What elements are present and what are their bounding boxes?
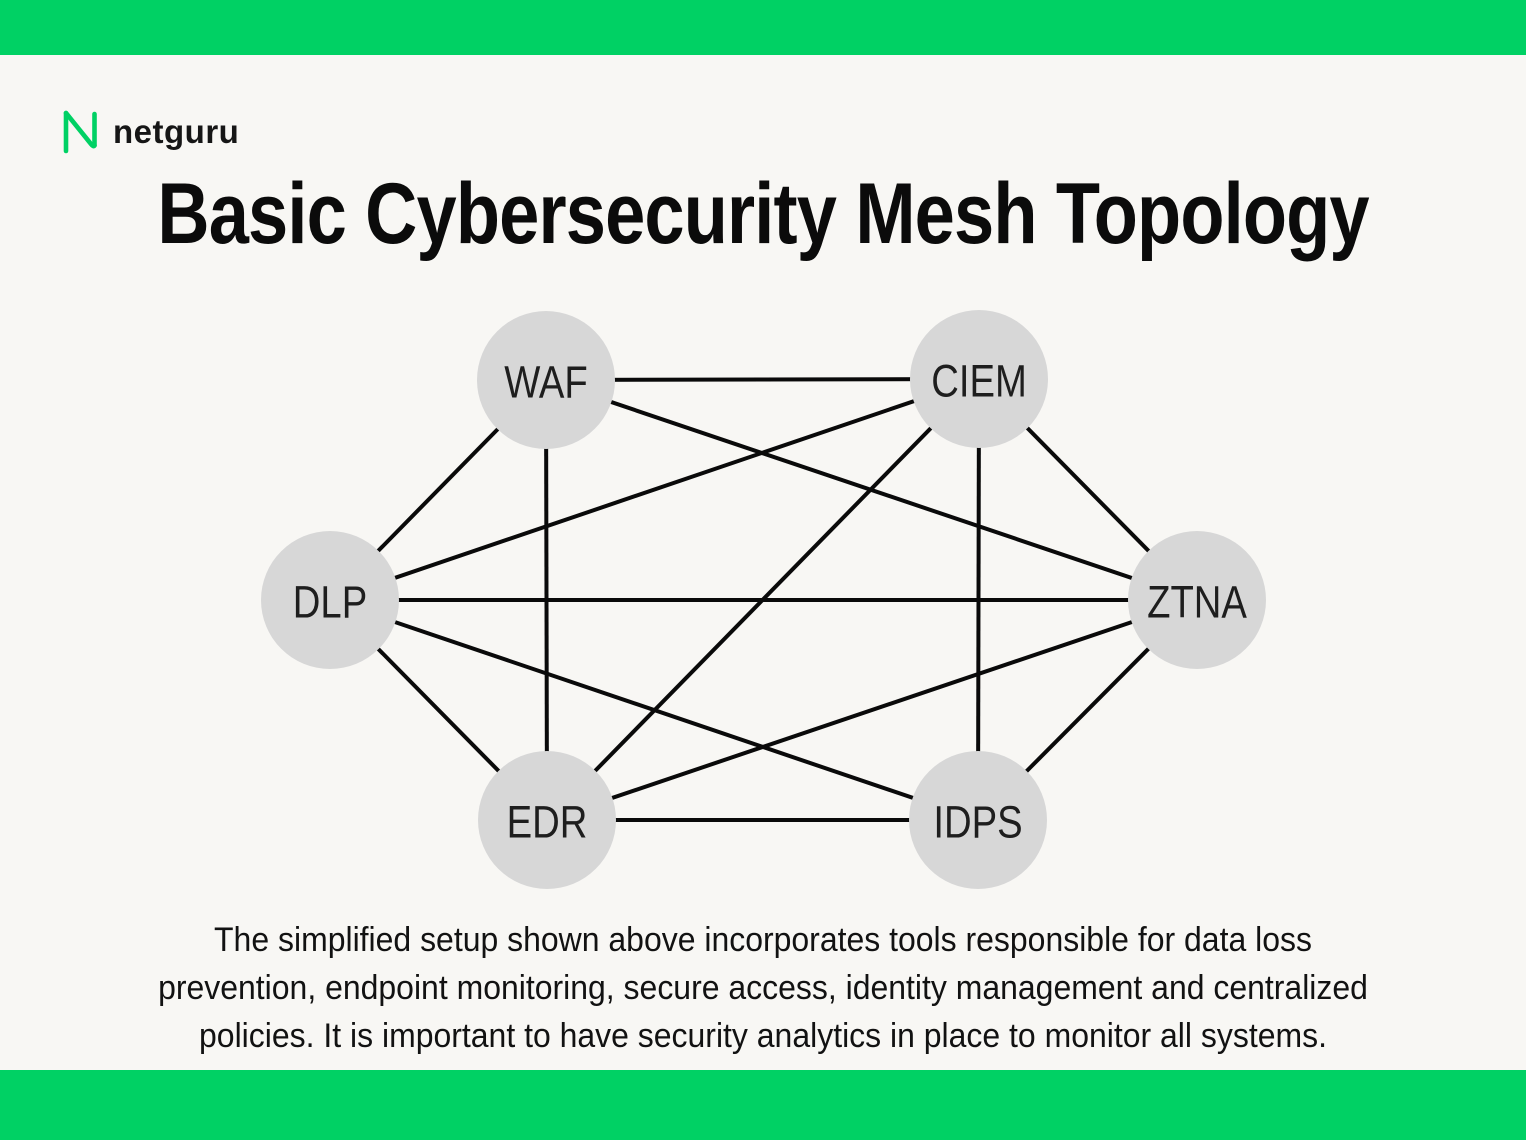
mesh-node-waf: WAF [477, 311, 615, 449]
mesh-node-circle-idps [909, 751, 1047, 889]
mesh-node-idps: IDPS [909, 751, 1047, 889]
mesh-node-label-ciem: CIEM [931, 356, 1027, 407]
caption-line: policies. It is important to have securi… [199, 1017, 1327, 1055]
page-title: Basic Cybersecurity Mesh Topology [0, 166, 1526, 262]
mesh-node-circle-waf [477, 311, 615, 449]
mesh-node-circle-dlp [261, 531, 399, 669]
mesh-node-label-idps: IDPS [933, 797, 1022, 848]
mesh-node-ciem: CIEM [910, 310, 1048, 448]
mesh-node-circle-edr [478, 751, 616, 889]
diagram-caption: The simplified setup shown above incorpo… [46, 916, 1480, 1060]
caption-line: prevention, endpoint monitoring, secure … [158, 969, 1368, 1007]
mesh-node-label-dlp: DLP [293, 577, 367, 628]
mesh-node-label-edr: EDR [507, 797, 588, 848]
mesh-node-ztna: ZTNA [1128, 531, 1266, 669]
top-accent-bar [0, 0, 1526, 55]
mesh-edge-waf-ciem [545, 377, 980, 382]
brand-name: netguru [113, 113, 240, 150]
mesh-edge-ciem-dlp [329, 377, 980, 602]
caption-line: The simplified setup shown above incorpo… [214, 921, 1312, 959]
brand-logo: netguru [60, 108, 239, 156]
mesh-node-label-ztna: ZTNA [1147, 577, 1247, 628]
page-title-text: Basic Cybersecurity Mesh Topology [157, 166, 1369, 262]
mesh-node-circle-ztna [1128, 531, 1266, 669]
mesh-node-label-waf: WAF [504, 357, 588, 408]
mesh-node-dlp: DLP [261, 531, 399, 669]
mesh-node-edr: EDR [478, 751, 616, 889]
mesh-edge-dlp-idps [329, 598, 979, 822]
mesh-edge-ztna-edr [546, 598, 1198, 822]
netguru-n-icon [63, 110, 97, 154]
bottom-accent-bar [0, 1070, 1526, 1140]
mesh-node-circle-ciem [910, 310, 1048, 448]
